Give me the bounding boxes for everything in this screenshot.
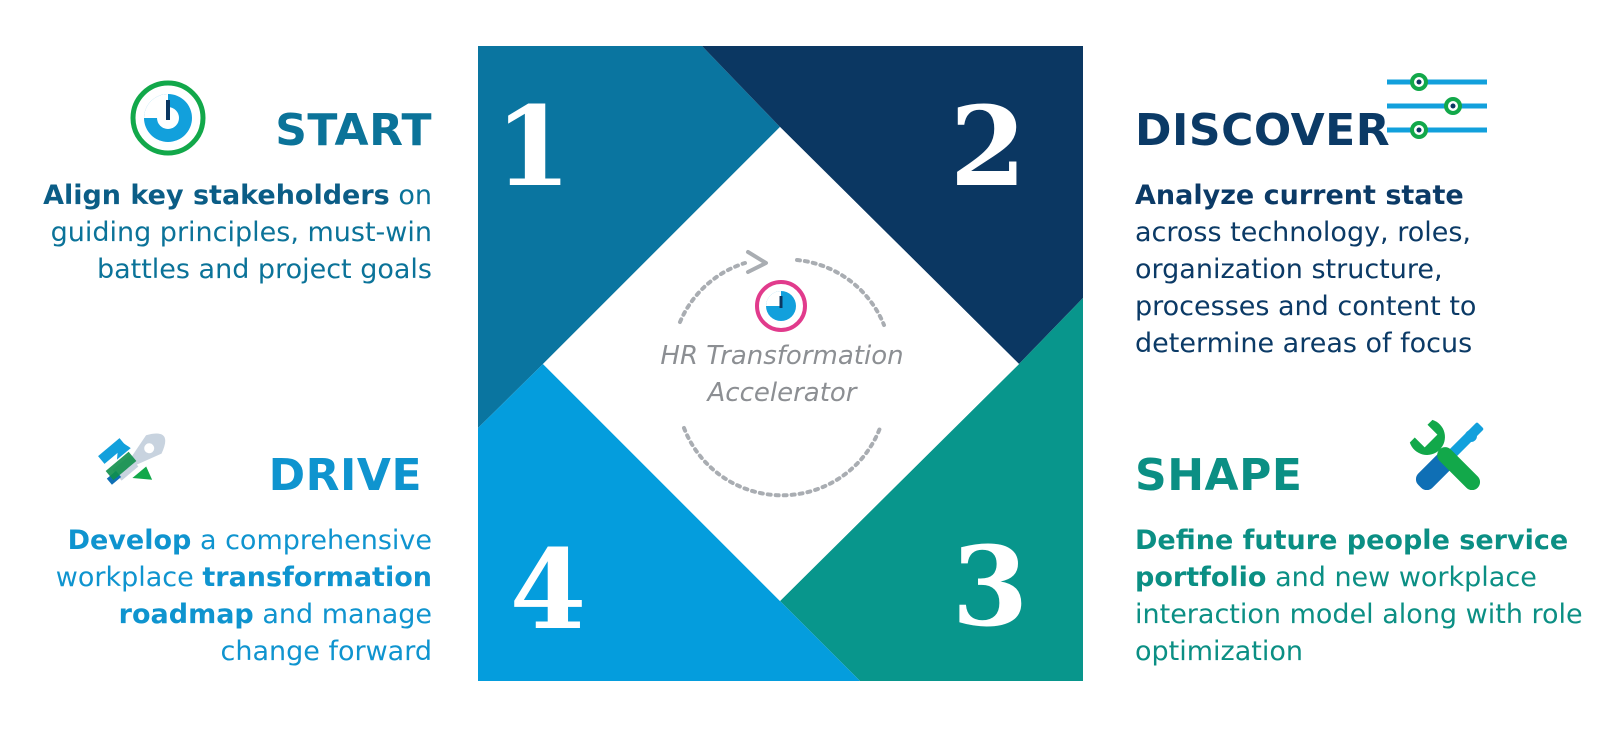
quadrant-3-number: 3: [952, 522, 1029, 651]
drive-bold-1: Develop: [67, 525, 192, 556]
discover-description: Analyze current state across technology,…: [1135, 177, 1535, 362]
drive-rest: and manage change forward: [220, 599, 432, 667]
phase-discover: DISCOVER Analyze current state across te…: [1135, 105, 1595, 362]
drive-title: DRIVE: [268, 450, 422, 501]
cycle-arrows-icon: [678, 258, 886, 498]
sliders-icon: [1387, 73, 1487, 139]
shape-rest: and new workplace interaction model alon…: [1135, 562, 1583, 667]
center-diamond: [543, 127, 1019, 601]
discover-title: DISCOVER: [1135, 105, 1391, 156]
start-description: Align key stakeholders on guiding princi…: [20, 177, 432, 288]
quadrant-4-number: 4: [510, 525, 587, 654]
arrow-head-icon: [746, 250, 768, 274]
center-title-line1: HR Transformation: [660, 341, 903, 371]
drive-mid: a comprehensive workplace: [55, 525, 432, 593]
quadrant-2: [702, 46, 1083, 364]
start-rest: on guiding principles, must-win battles …: [50, 180, 432, 285]
quadrant-4: [478, 364, 860, 681]
quadrant-1: [478, 46, 780, 428]
rocket-icon: [98, 433, 166, 485]
start-title: START: [275, 105, 432, 156]
phase-shape: SHAPE Define future people service portf…: [1135, 450, 1595, 670]
phase-start: START Align key stakeholders on guiding …: [20, 105, 432, 288]
shape-title: SHAPE: [1135, 450, 1303, 501]
shape-description: Define future people service portfolio a…: [1135, 522, 1605, 670]
speedometer-icon: [130, 80, 206, 156]
tools-icon: [1409, 419, 1484, 491]
quadrant-3: [780, 298, 1083, 681]
discover-rest: across technology, roles, organization s…: [1135, 217, 1477, 359]
discover-bold: Analyze current state: [1135, 180, 1464, 211]
quadrant-2-number: 2: [950, 82, 1027, 211]
center-title-line2: Accelerator: [705, 378, 858, 408]
accelerator-gauge-icon: [755, 280, 807, 332]
start-bold: Align key stakeholders: [43, 180, 390, 211]
drive-bold-2: transformation roadmap: [118, 562, 432, 630]
shape-bold: Define future people service portfolio: [1135, 525, 1569, 593]
drive-description: Develop a comprehensive workplace transf…: [20, 522, 432, 670]
phase-drive: DRIVE Develop a comprehensive workplace …: [20, 450, 432, 670]
quadrant-1-number: 1: [495, 82, 572, 211]
